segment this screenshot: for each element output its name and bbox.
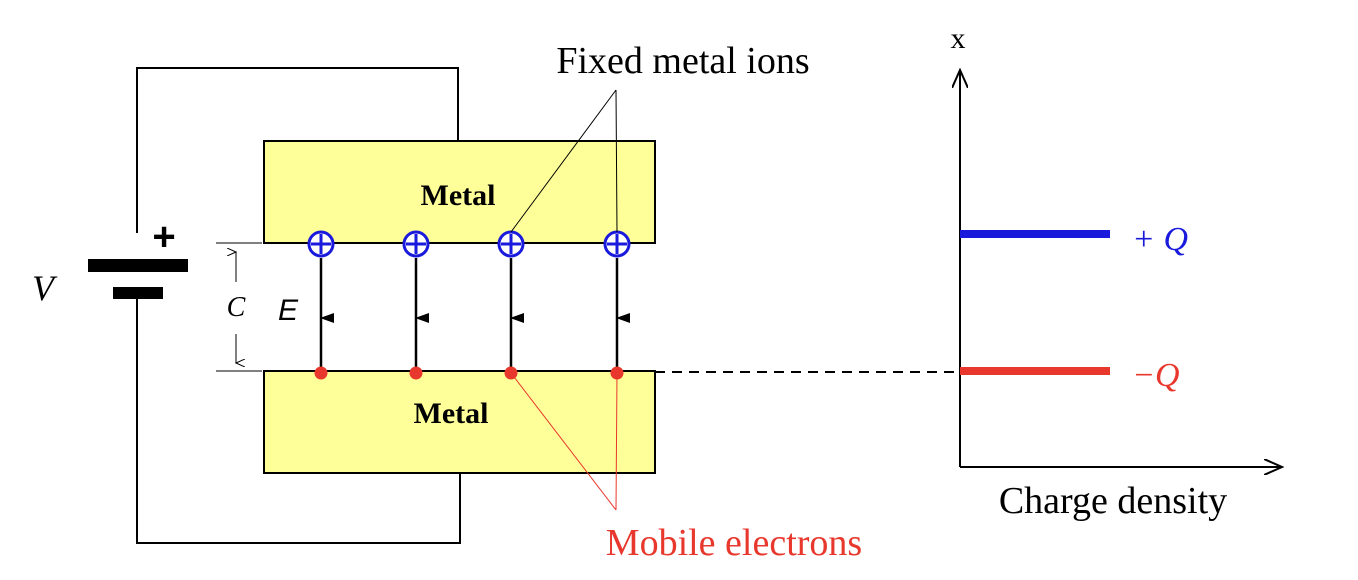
fixed-ions-label: Fixed metal ions [556, 40, 809, 82]
electrons-callout-line [615, 372, 618, 511]
ions-callout-line [510, 89, 617, 233]
metal-plate-top [263, 140, 656, 244]
field-label: E [278, 294, 299, 327]
metal-bottom-label: Metal [414, 397, 489, 430]
battery-plate-long [88, 259, 188, 272]
electrons-callout-line [510, 372, 617, 511]
metal-plate-bottom [263, 370, 656, 474]
field-lines [319, 258, 630, 372]
ion-icon [497, 230, 525, 258]
battery-plus-sign: + [152, 215, 175, 259]
circuit-wire-bottom [136, 298, 461, 544]
gap-label: C [227, 292, 246, 323]
circuit-wire-top [136, 67, 459, 233]
axis-charge-label: Charge density [999, 480, 1227, 522]
mobile-electrons-label: Mobile electrons [606, 522, 862, 564]
ion-icon [307, 230, 335, 258]
minus-q-label: −Q [1132, 357, 1180, 394]
ions-callout-line [615, 89, 618, 233]
electron-icon [314, 366, 328, 380]
axis-x-label: x [951, 22, 966, 55]
metal-top-label: Metal [421, 179, 496, 212]
plus-q-label: + Q [1132, 221, 1188, 258]
ion-icon [603, 230, 631, 258]
electron-icon [409, 366, 423, 380]
ion-icon [402, 230, 430, 258]
battery-plate-short [113, 287, 163, 299]
fixed-ions [307, 230, 631, 258]
voltage-label: V [32, 268, 58, 308]
